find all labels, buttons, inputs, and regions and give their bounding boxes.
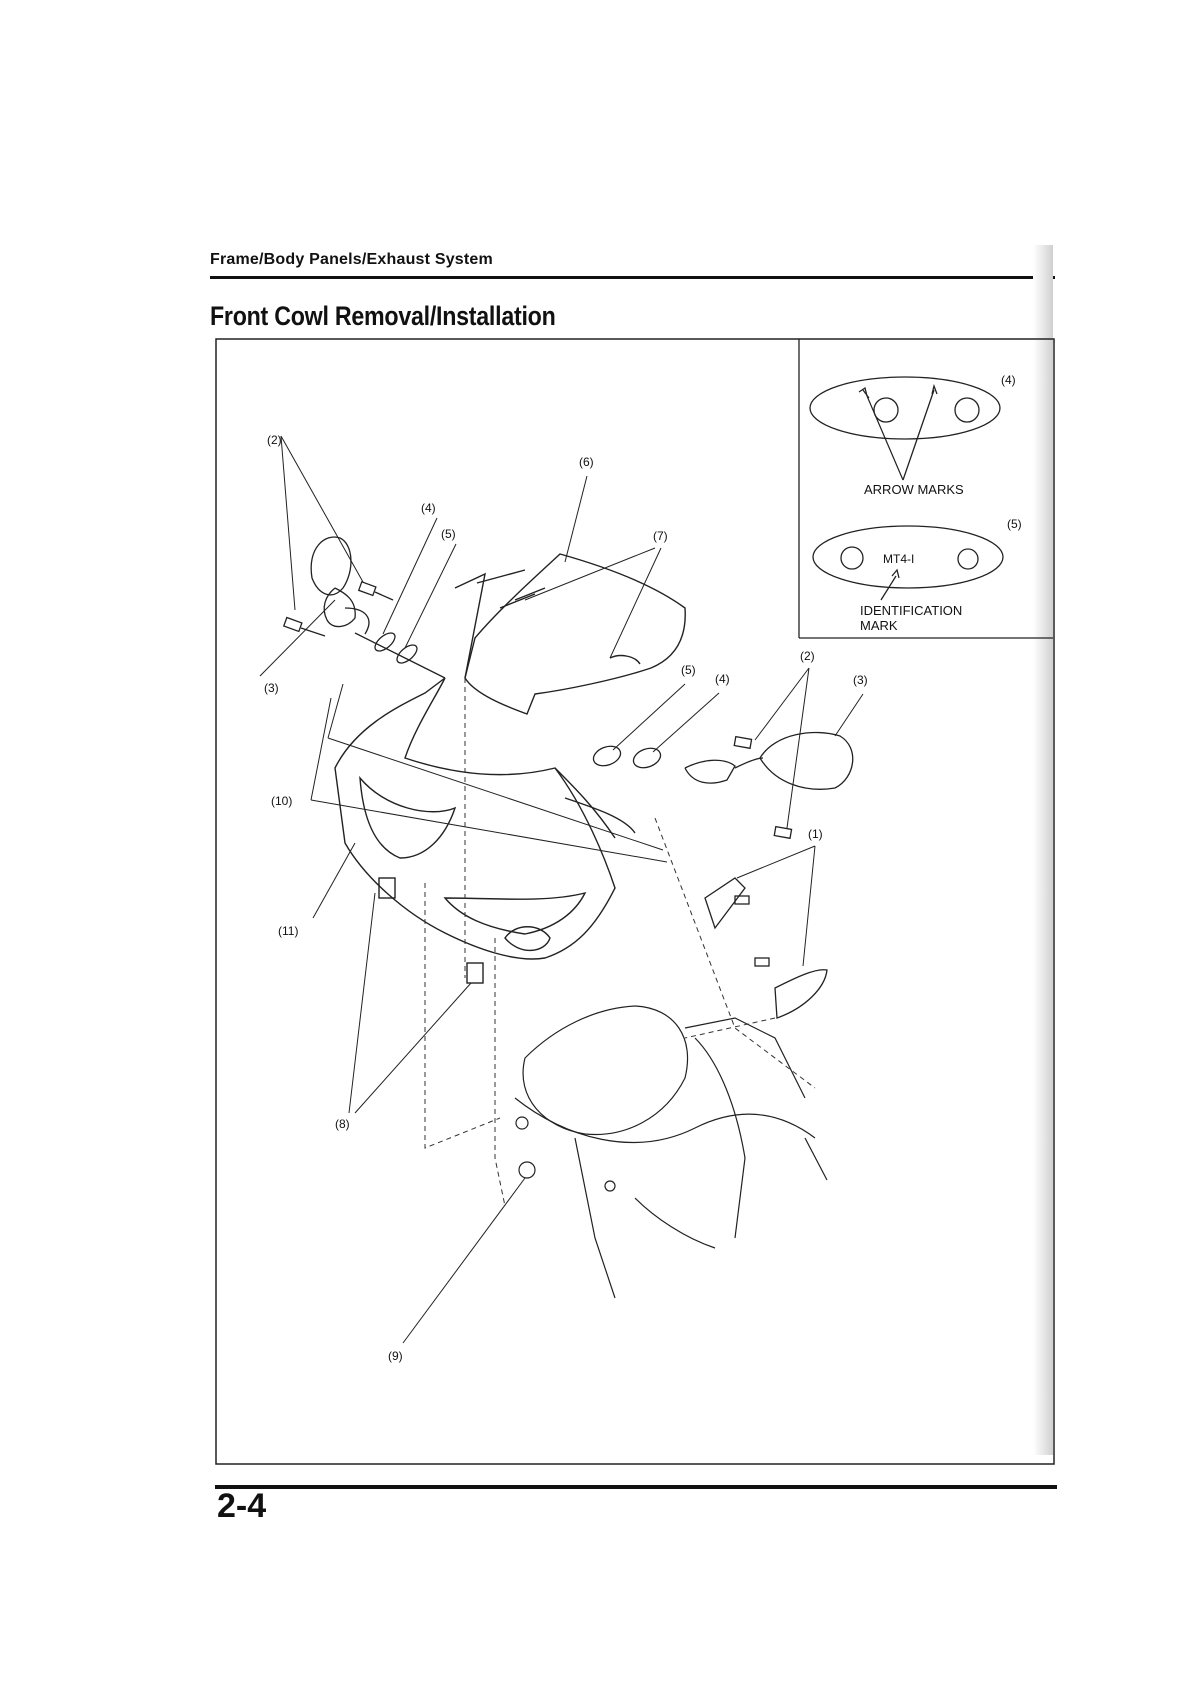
callout-3-left: (3) [264,681,279,695]
callout-10: (10) [271,794,292,808]
header-rule [210,276,1055,279]
callout-8: (8) [335,1117,350,1131]
leader-4-right [652,692,720,753]
leader-10 [310,697,668,863]
right-mirror-assembly [592,731,854,840]
callout-4-inset: (4) [1001,373,1016,387]
callout-6: (6) [579,455,594,469]
left-mirror-assembly [282,536,446,679]
motorcycle-frame [514,1005,828,1299]
leader-9 [402,1177,526,1344]
page-number: 2-4 [217,1487,267,1525]
callout-5-right: (5) [681,663,696,677]
front-cowl [334,677,636,984]
callout-2-left: (2) [267,433,282,447]
inset-detail-box [798,339,1053,639]
exploded-diagram: (4) ARROW MARKS (5) MT4-I IDENTIFICATION… [215,338,1055,1465]
leader-3-right [834,693,864,737]
callout-1: (1) [808,827,823,841]
callout-9: (9) [388,1349,403,1363]
section-header: Frame/Body Panels/Exhaust System [210,251,493,268]
left-leader-lines [259,435,664,919]
dashed-reference-lines [424,678,816,1207]
side-brackets [704,877,828,1019]
leader-7 [524,547,662,659]
inset-washer-id-mark [812,525,1004,589]
callout-4-right: (4) [715,672,730,686]
leader-2-right [754,667,810,829]
identification-mark-label-2: MARK [860,618,898,633]
leader-5-right [612,683,686,751]
callout-5-inset: (5) [1007,517,1022,531]
callout-7: (7) [653,529,668,543]
diagram-frame [215,338,1055,1465]
identification-code: MT4-I [883,552,914,566]
leader-1 [736,845,816,967]
callout-4-left: (4) [421,501,436,515]
page-edge-shadow [1033,245,1053,1455]
footer-rule [215,1485,1057,1489]
leader-6 [564,475,588,563]
inset-washer-arrow-marks [809,376,1001,440]
identification-mark-label-1: IDENTIFICATION [860,603,962,618]
callout-2-right: (2) [800,649,815,663]
callout-3-right: (3) [853,673,868,687]
leader-8 [348,892,472,1114]
windscreen [454,553,686,715]
callout-5-left: (5) [441,527,456,541]
arrow-marks-label: ARROW MARKS [864,482,964,497]
page-title: Front Cowl Removal/Installation [210,301,556,331]
callout-11: (11) [278,924,298,938]
